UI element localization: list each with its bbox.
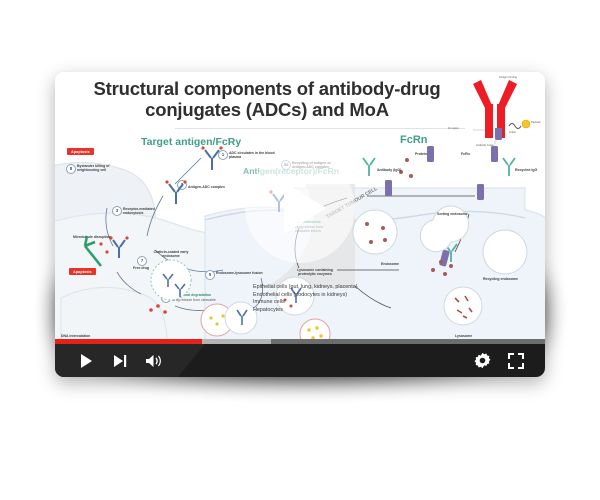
play-button[interactable] — [69, 344, 103, 377]
video-slide: Structural components of antibody-drug c… — [55, 72, 545, 344]
fullscreen-icon — [508, 352, 524, 369]
progress-played — [55, 339, 202, 344]
endosome-label: Endosome — [381, 262, 399, 266]
step-number-1: 1 — [218, 150, 228, 160]
center-play-button[interactable] — [245, 153, 355, 263]
step-number-8: 8 — [66, 164, 76, 174]
play-icon — [81, 353, 92, 368]
step-label-3: Receptor-mediated endocytosis — [123, 207, 155, 216]
step-label-2: Antigen-ADC complex — [188, 185, 225, 189]
title-divider — [175, 128, 465, 129]
payload-label: Payload — [531, 121, 541, 124]
fullscreen-button[interactable] — [499, 344, 533, 377]
gear-icon — [474, 352, 490, 369]
recycled-igg-label: Recycled IgG — [515, 168, 538, 172]
step-label-8: Bystander killing of neighbouring cell — [77, 164, 110, 173]
linker-label: Linker — [509, 131, 517, 134]
step-label-7: Free drug — [133, 266, 150, 270]
step-label-5: Endosome-lysosome fusion — [216, 271, 263, 275]
fcrn-pathway-figures — [352, 128, 528, 326]
step-number-7: 7 — [137, 256, 147, 266]
sorting-endosome-label: Sorting endosome — [437, 212, 468, 216]
cell-type-item: Epithelial cells (gut, lung, kidneys, pl… — [253, 284, 358, 290]
protein-label: Protein — [415, 152, 428, 156]
section-target-antigen: Target antigen/FcRy — [141, 136, 242, 148]
section-fcrn: FcRn — [400, 134, 428, 146]
fcrn-receptor-label: FcRn — [461, 152, 470, 156]
step-label-6: Lysosomal degradation — [172, 293, 212, 297]
recycling-endosome-label: Recycling endosome — [483, 277, 519, 281]
step-label-1: ADC circulates in the blood plasma — [229, 151, 275, 160]
cell-type-item: Hepatocytes — [253, 306, 283, 313]
play-triangle-icon — [284, 182, 326, 234]
controls-right-group — [465, 344, 533, 377]
lysosome-label-left: Lysosome containing proteolytic enzymes — [297, 268, 333, 277]
left-pathway-figures — [83, 146, 331, 344]
next-button[interactable] — [103, 344, 137, 377]
settings-button[interactable] — [465, 344, 499, 377]
player-controls — [55, 344, 545, 377]
volume-button[interactable] — [137, 344, 171, 377]
cell-type-item: Immune cells — [253, 299, 285, 306]
controls-left-group — [69, 344, 171, 377]
cell-type-item: Endothelial cells (podocytes in kidneys) — [253, 291, 348, 298]
volume-icon — [146, 354, 161, 367]
clathrin-label: Clathrin-coated early endosome — [153, 250, 189, 259]
slide-title: Structural components of antibody-drug c… — [93, 78, 441, 120]
microtubule-label: Microtubule disruption — [73, 235, 111, 239]
step-number-3: 3 — [112, 206, 122, 216]
antigen-binding-label: Antigen binding — [499, 76, 517, 79]
antibody-igg-label: Antibody (IgG) — [377, 168, 402, 172]
step-number-5: 5 — [205, 270, 215, 280]
video-player[interactable]: Structural components of antibody-drug c… — [55, 72, 545, 377]
progress-bar[interactable] — [55, 339, 545, 344]
fc-region-label: Fc region — [448, 127, 459, 130]
apoptosis-badge-bottom: Apoptosis — [69, 268, 96, 276]
cell-type-list: Epithelial cells (gut, lung, kidneys, pl… — [253, 284, 358, 314]
step-sublabel-6: Drug release from cleavable — [172, 298, 216, 302]
antibody-legend: Antigen binding Fc region Linker Payload… — [443, 74, 541, 152]
dna-label: DNA intercalation — [61, 334, 91, 338]
apoptosis-badge-top: Apoptosis — [67, 148, 94, 156]
antibody-moiety-label: Antibody moiety — [476, 144, 495, 147]
next-track-icon — [114, 354, 127, 367]
lysosome-label-right: Lysosome — [455, 334, 473, 338]
